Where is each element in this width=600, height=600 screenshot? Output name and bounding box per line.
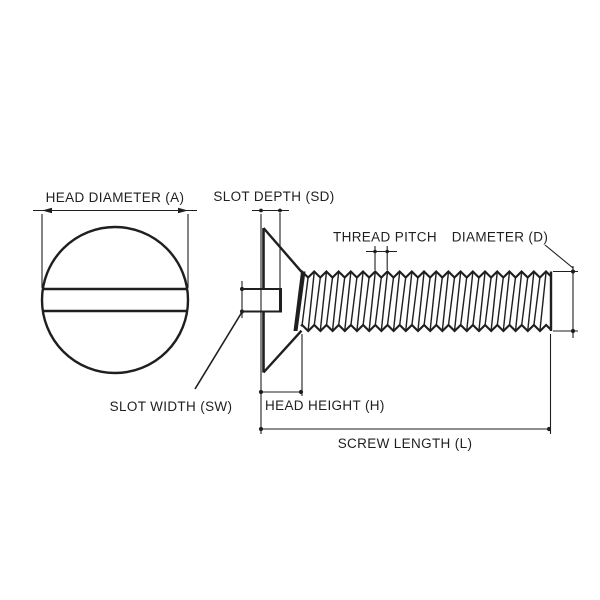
side-view [242,227,553,374]
thread-flank [533,277,541,326]
thread-flank [331,272,340,331]
thread-flank [527,272,535,331]
thread-flank [423,277,431,326]
head-cone-top-edge [262,227,303,273]
thread-flank [307,272,315,331]
thread-flank [514,272,523,331]
dimension-tick [373,249,377,254]
dimension-tick [298,389,304,395]
thread-flank [466,272,474,331]
thread-flank [453,272,462,331]
arrowhead-right [178,207,188,214]
thread-flank [417,272,425,331]
head-cone-bottom-edge [262,329,303,374]
thread-flank [490,272,498,331]
thread-flank [319,272,328,331]
diameter-dimension: DIAMETER (D) [452,230,578,338]
thread-flank [478,272,486,331]
thread-flank [338,277,346,326]
thread-flank [435,277,443,326]
leader-line [194,311,243,390]
thread-pitch-label: THREAD PITCH [333,230,437,245]
head-diameter-label: HEAD DIAMETER (A) [46,190,185,205]
dimension-tick [546,426,552,432]
thread-flank [386,277,395,326]
dimension-tick [239,286,245,292]
thread-crest-top [300,270,552,279]
dimension-tick [570,328,576,334]
dimension-tick [278,208,282,213]
thread-flank [356,272,364,331]
screw-length-dimension: SCREW LENGTH (L) [258,334,552,451]
thread-flank [411,277,419,326]
dimensions: HEAD DIAMETER (A) SLOT DEPTH (SD) THREAD… [33,189,578,451]
thread-flank [472,277,480,326]
head-height-dimension: HEAD HEIGHT (H) [258,334,385,413]
thread-flank [496,277,504,326]
thread-crest-bottom [300,323,552,333]
thread-flank [441,272,450,331]
thread-flank [502,272,511,331]
thread-flank [508,277,517,326]
dimension-tick [258,426,264,432]
dimension-tick [385,249,390,254]
thread-flank [362,277,370,326]
thread-flank [392,272,401,331]
thread-flank [539,272,547,331]
thread-flank [368,272,376,331]
thread-flank [350,277,358,326]
thread-flank [460,277,468,326]
diameter-label: DIAMETER (D) [452,230,548,245]
dimension-tick [259,208,263,213]
slot-width-dimension: SLOT WIDTH (SW) [110,281,245,414]
thread-flank [447,277,456,326]
thread-flank [344,272,352,331]
thread-flank [521,277,529,326]
thread-flank [313,277,321,326]
thread-pitch-dimension: THREAD PITCH [333,230,437,270]
thread-region [300,270,552,333]
dimension-tick [258,389,264,395]
leader-line [544,244,574,269]
thread-flank [325,277,334,326]
thread-flank [405,272,413,331]
slot-width-label: SLOT WIDTH (SW) [110,399,233,414]
slot-depth-dimension: SLOT DEPTH (SD) [213,189,334,434]
screw-length-label: SCREW LENGTH (L) [338,436,473,451]
thread-flank [399,277,407,326]
dimension-tick [570,269,576,274]
front-view [40,225,190,375]
thread-flank [380,272,389,331]
thread-flank [301,277,309,326]
thread-runout-wedge [293,271,306,331]
thread-flank [429,272,437,331]
head-height-label: HEAD HEIGHT (H) [265,398,385,413]
slot-depth-label: SLOT DEPTH (SD) [213,189,334,204]
thread-flank [374,277,382,326]
head-diameter-dimension: HEAD DIAMETER (A) [33,190,197,288]
arrowhead-left [42,207,52,214]
head-circle [40,225,190,375]
thread-flank [484,277,492,326]
